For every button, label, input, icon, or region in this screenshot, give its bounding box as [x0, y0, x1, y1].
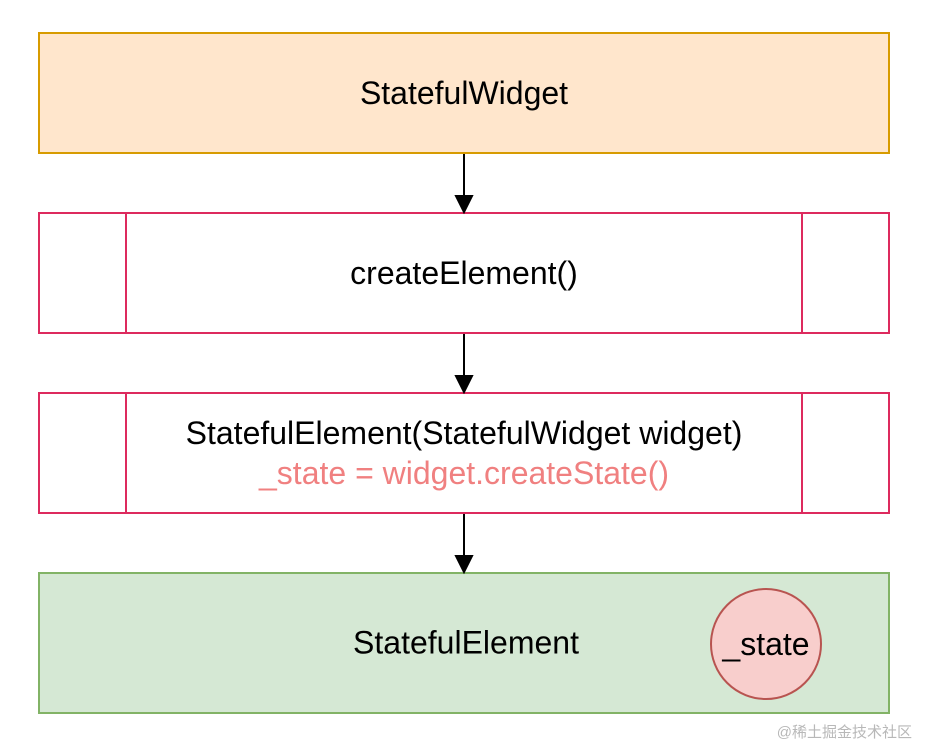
stateful-element-label: StatefulElement	[353, 624, 579, 661]
create-element-node: createElement()	[38, 212, 890, 334]
stateful-widget-label: StatefulWidget	[359, 74, 569, 111]
constructor-signature: StatefulElement(StatefulWidget widget)	[185, 415, 743, 451]
arrowhead-ctor-to-element	[454, 555, 474, 575]
process-left-divider	[125, 394, 127, 512]
arrowhead-create-to-ctor	[454, 375, 474, 395]
state-circle: _state	[710, 588, 822, 700]
process-right-divider	[801, 394, 803, 512]
create-element-label: createElement()	[350, 254, 578, 291]
create-state-assignment: _state = widget.createState()	[259, 455, 669, 491]
stateful-element-node: StatefulElement _state	[38, 572, 890, 714]
watermark: @稀土掘金技术社区	[776, 724, 912, 741]
process-right-divider	[801, 214, 803, 332]
state-label: _state	[722, 625, 810, 662]
stateful-element-constructor-node: StatefulElement(StatefulWidget widget) _…	[38, 392, 890, 514]
arrowhead-widget-to-create	[454, 195, 474, 215]
process-left-divider	[125, 214, 127, 332]
stateful-widget-node: StatefulWidget	[38, 32, 890, 154]
